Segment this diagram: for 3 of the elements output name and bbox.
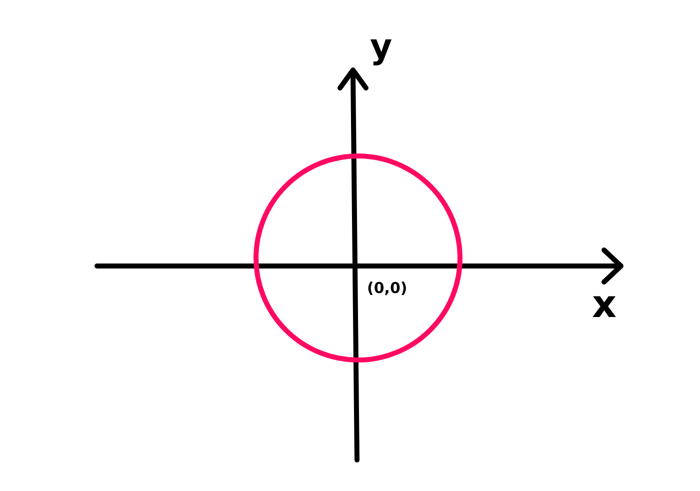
origin-label: (0,0) [367,281,408,296]
axis-label: y [370,30,392,64]
axis-label: x [592,285,617,323]
